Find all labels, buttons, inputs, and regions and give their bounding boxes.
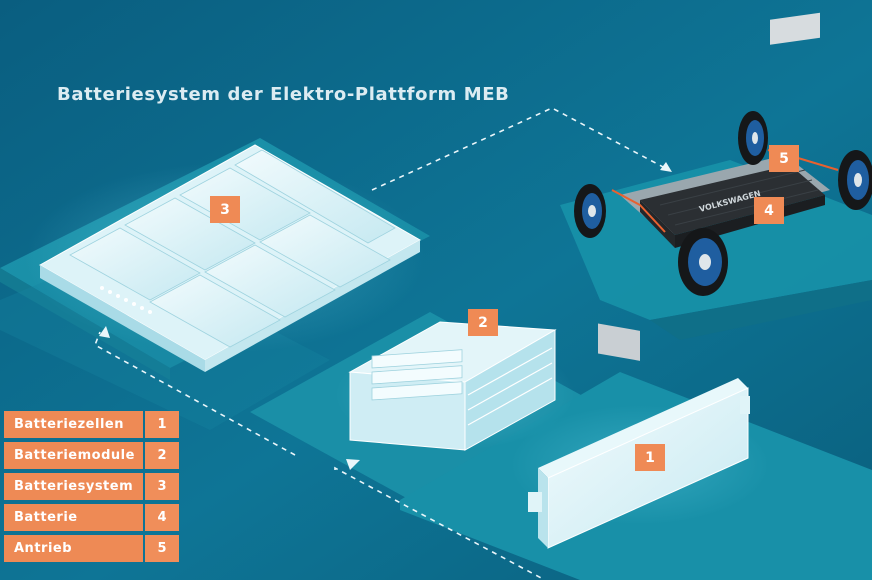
- battery-module-illustration: [348, 321, 557, 451]
- legend-number: 4: [145, 504, 179, 531]
- legend-label: Batteriesystem: [4, 473, 143, 500]
- legend: Batteriezellen 1 Batteriemodule 2 Batter…: [4, 411, 179, 562]
- legend-number: 5: [145, 535, 179, 562]
- badge-antrieb: 5: [769, 145, 799, 172]
- legend-label: Batterie: [4, 504, 143, 531]
- badge-batteriesystem: 3: [210, 196, 240, 223]
- battery-system-illustration: [38, 144, 422, 372]
- legend-row-batteriezellen: Batteriezellen 1: [4, 411, 179, 438]
- legend-label: Batteriezellen: [4, 411, 143, 438]
- legend-row-batteriesystem: Batteriesystem 3: [4, 473, 179, 500]
- legend-number: 2: [145, 442, 179, 469]
- wheels: [574, 111, 872, 296]
- badge-batterie: 4: [754, 197, 784, 224]
- legend-row-batteriemodule: Batteriemodule 2: [4, 442, 179, 469]
- legend-number: 3: [145, 473, 179, 500]
- arrow-heads: [99, 162, 672, 470]
- legend-label: Batteriemodule: [4, 442, 143, 469]
- chassis-illustration: VOLKSWAGEN: [574, 12, 872, 361]
- legend-number: 1: [145, 411, 179, 438]
- connector-arrows: [94, 107, 666, 580]
- badge-batteriemodule: 2: [468, 309, 498, 336]
- badge-batteriezellen: 1: [635, 444, 665, 471]
- legend-row-antrieb: Antrieb 5: [4, 535, 179, 562]
- legend-label: Antrieb: [4, 535, 143, 562]
- legend-row-batterie: Batterie 4: [4, 504, 179, 531]
- diagram-title: Batteriesystem der Elektro-Plattform MEB: [57, 84, 510, 105]
